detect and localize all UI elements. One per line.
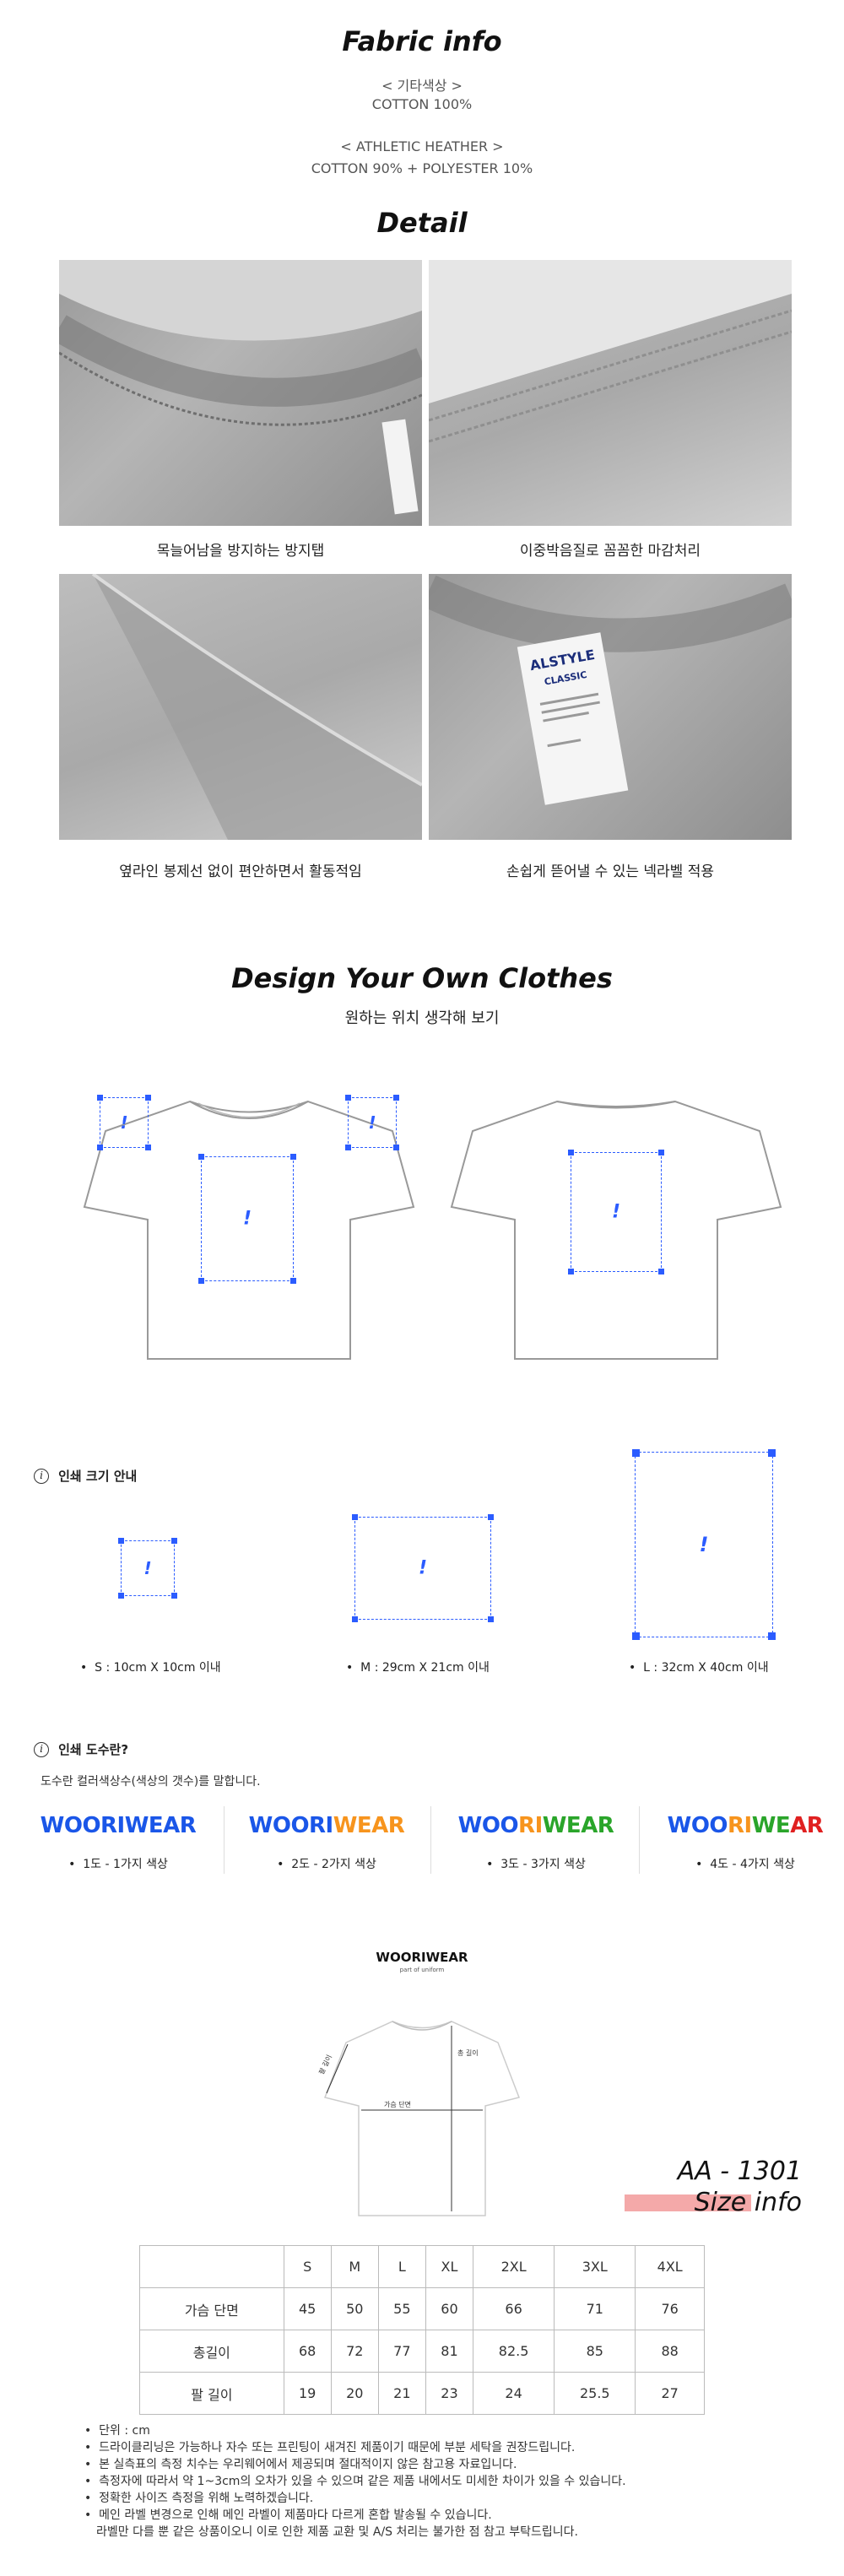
size-info-brand: WOORIWEAR <box>376 1950 468 1965</box>
color-count-heading-row: i 인쇄 도수란? <box>34 1740 128 1758</box>
color-count-1-label: • 1도 - 1가지 색상 <box>68 1858 168 1871</box>
print-size-l-label: • L : 32cm X 40cm 이내 <box>629 1661 769 1675</box>
print-zone-left-sleeve[interactable]: ! <box>97 1095 151 1150</box>
design-subtitle: 원하는 위치 생각해 보기 <box>344 1009 500 1027</box>
info-icon: i <box>34 1468 49 1484</box>
tshirt-front-outline <box>83 1100 415 1360</box>
print-zone-mark: ! <box>699 1533 709 1556</box>
print-size-s-label: • S : 10cm X 10cm 이내 <box>80 1661 221 1675</box>
size-info-model: AA - 1301 <box>677 2157 802 2186</box>
print-zone-mark: ! <box>242 1208 252 1230</box>
detail-title: Detail <box>376 207 468 239</box>
print-size-s-box: ! <box>118 1538 177 1599</box>
color-count-description: 도수란 컬러색상수(색상의 갯수)를 말합니다. <box>41 1775 261 1789</box>
color-count-4-label: • 4도 - 4가지 색상 <box>695 1858 795 1871</box>
detail-photo-side-seam <box>59 574 422 840</box>
size-info-brand-sub: part of uniform <box>399 1967 445 1973</box>
logo-4-color: WOORIWEAR <box>667 1813 824 1838</box>
divider <box>224 1806 225 1874</box>
detail-photo-double-stitch <box>429 260 792 526</box>
logo-3-color: WOORIWEAR <box>457 1813 614 1838</box>
divider <box>639 1806 640 1874</box>
print-size-l-box: ! <box>632 1449 776 1640</box>
size-notes: • 단위 : cm • 드라이클리닝은 가능하나 자수 또는 프린팅이 새겨진 … <box>84 2422 810 2541</box>
detail-caption-2: 이중박음질로 꼼꼼한 마감처리 <box>519 543 701 560</box>
print-zone-mark: ! <box>418 1557 428 1579</box>
color-count-2-label: • 2도 - 2가지 색상 <box>277 1858 376 1871</box>
fabric-title: Fabric info <box>342 25 502 57</box>
color-count-heading: 인쇄 도수란? <box>58 1742 129 1757</box>
print-zone-mark: ! <box>368 1112 376 1133</box>
print-zone-right-sleeve[interactable]: ! <box>345 1095 399 1150</box>
fabric-heather-label: < ATHLETIC HEATHER > <box>340 138 504 154</box>
detail-caption-4: 손쉽게 뜯어낼 수 있는 넥라벨 적용 <box>506 863 714 880</box>
tshirt-back-outline <box>450 1100 782 1360</box>
measure-sleeve-label: 팔 길이 <box>317 2054 333 2076</box>
size-info-highlight <box>625 2194 751 2211</box>
info-icon: i <box>34 1741 49 1757</box>
detail-caption-1: 목늘어남을 방지하는 방지탭 <box>156 543 325 560</box>
note-item: • 측정자에 따라서 약 1~3cm의 오차가 있을 수 있으며 같은 제품 내… <box>84 2475 626 2488</box>
print-zone-mark: ! <box>143 1558 152 1578</box>
print-size-m-label: • M : 29cm X 21cm 이내 <box>346 1661 490 1675</box>
measure-chest-label: 가슴 단면 <box>384 2100 411 2108</box>
print-size-heading: 인쇄 크기 안내 <box>58 1469 138 1484</box>
fabric-composition: COTTON 100% <box>371 96 473 112</box>
logo-2-color: WOORIWEAR <box>248 1813 405 1838</box>
note-item: • 드라이클리닝은 가능하나 자수 또는 프린팅이 새겨진 제품이기 때문에 부… <box>84 2441 576 2454</box>
print-size-m-box: ! <box>352 1514 494 1622</box>
note-item: • 정확한 사이즈 측정을 위해 노력하겠습니다. <box>84 2492 314 2505</box>
detail-photo-neck-tape <box>59 260 422 526</box>
fabric-color-label: < 기타색상 > <box>381 78 463 94</box>
size-info-title: Size info <box>694 2188 802 2217</box>
fabric-heather-composition: COTTON 90% + POLYESTER 10% <box>311 160 533 176</box>
print-size-heading-row: i 인쇄 크기 안내 <box>34 1467 137 1485</box>
logo-1-color: WOORIWEAR <box>40 1813 197 1838</box>
print-zone-front-chest[interactable]: ! <box>198 1154 296 1284</box>
print-zone-mark: ! <box>120 1112 128 1133</box>
detail-photo-tearaway-label: ALSTYLE CLASSIC <box>429 574 792 840</box>
note-item: • 본 실측표의 측정 치수는 우리웨어에서 제공되며 절대적이지 않은 참고용… <box>84 2458 517 2471</box>
print-zone-mark: ! <box>611 1201 621 1223</box>
divider <box>430 1806 431 1874</box>
print-zone-back[interactable]: ! <box>568 1150 664 1274</box>
note-item: 라벨만 다를 뿐 같은 상품이오니 이로 인한 제품 교환 및 A/S 처리는 … <box>96 2525 578 2539</box>
note-item: • 단위 : cm <box>84 2424 150 2438</box>
note-item: • 메인 라벨 변경으로 인해 메인 라벨이 제품마다 다르게 혼합 발송될 수… <box>84 2508 492 2522</box>
measure-length-label: 총 길이 <box>457 2048 479 2057</box>
size-measurement-tshirt: 총 길이 가슴 단면 팔 길이 <box>317 2021 521 2216</box>
detail-caption-3: 옆라인 봉제선 없이 편안하면서 활동적임 <box>119 863 362 880</box>
color-count-3-label: • 3도 - 3가지 색상 <box>486 1858 586 1871</box>
design-title: Design Your Own Clothes <box>231 962 613 994</box>
